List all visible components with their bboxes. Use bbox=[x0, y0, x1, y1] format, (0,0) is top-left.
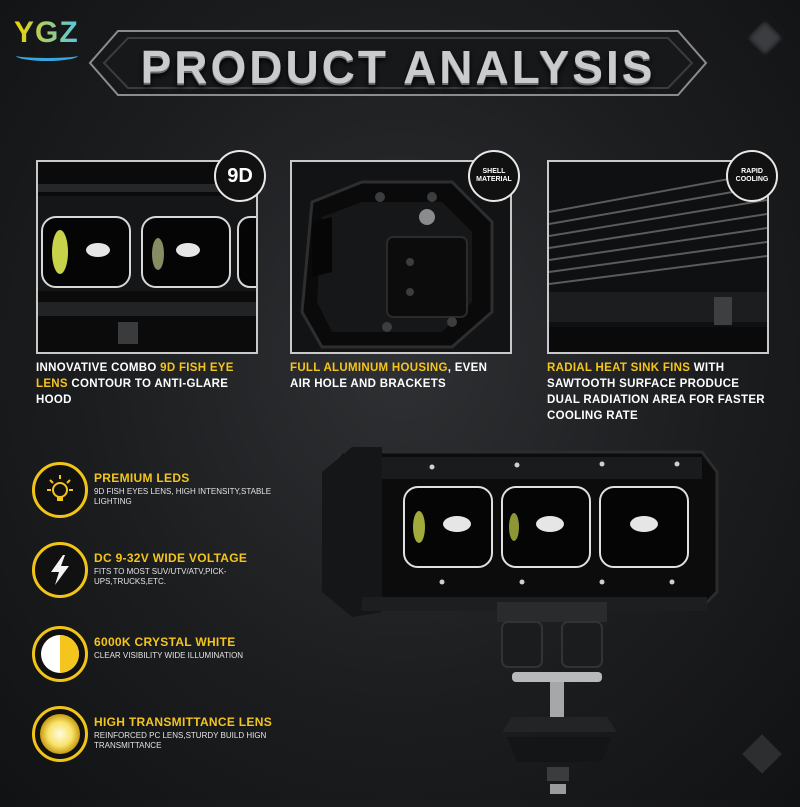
shell-material-badge: SHELL MATERIAL bbox=[468, 150, 520, 202]
caption-text: , EVEN AIR HOLE AND BRACKETS bbox=[290, 362, 488, 390]
feature-title: HIGH TRANSMITTANCE LENS bbox=[94, 715, 273, 729]
feature-title: DC 9-32V WIDE VOLTAGE bbox=[94, 551, 248, 565]
9d-badge: 9D bbox=[214, 150, 266, 202]
caption-text: INNOVATIVE COMBO bbox=[36, 362, 161, 374]
feature-premium-leds: PREMIUM LEDS 9D FISH EYES LENS, HIGH INT… bbox=[32, 462, 352, 522]
caption-highlight: FULL ALUMINUM HOUSING bbox=[290, 362, 448, 374]
housing-detail-panel bbox=[290, 160, 512, 354]
caption-highlight: 9D FISH EYE LENS bbox=[36, 362, 234, 390]
decor-cube bbox=[742, 734, 782, 774]
housing-closeup-image bbox=[292, 162, 510, 352]
page-title: PRODUCT ANALYSIS bbox=[140, 41, 656, 93]
half-circle-icon bbox=[32, 626, 88, 682]
brand-logo-text: YGZ bbox=[14, 16, 79, 49]
panel-caption-heatsink: RADIAL HEAT SINK FINS WITH SAWTOOTH SURF… bbox=[547, 360, 767, 424]
feature-description: REINFORCED PC LENS,STURDY BUILD HIGN TRA… bbox=[94, 731, 267, 750]
rapid-cooling-badge: RAPID COOLING bbox=[726, 150, 778, 202]
lens-closeup-image bbox=[38, 162, 256, 352]
feature-title: PREMIUM LEDS bbox=[94, 471, 190, 485]
title-banner-frame bbox=[88, 30, 708, 96]
feature-wide-voltage: DC 9-32V WIDE VOLTAGE FITS TO MOST SUV/U… bbox=[32, 542, 352, 602]
feature-crystal-white: 6000K CRYSTAL WHITE CLEAR VISIBILITY WID… bbox=[32, 626, 352, 686]
title-banner: PRODUCT ANALYSIS bbox=[88, 28, 708, 98]
caption-highlight: RADIAL HEAT SINK FINS bbox=[547, 362, 691, 374]
logo-swoosh bbox=[16, 50, 78, 61]
feature-title: 6000K CRYSTAL WHITE bbox=[94, 635, 236, 649]
lightning-icon bbox=[32, 542, 88, 598]
decor-cube bbox=[746, 19, 784, 57]
feature-description: FITS TO MOST SUV/UTV/ATV,PICK-UPS,TRUCKS… bbox=[94, 567, 227, 586]
light-bar-product-image bbox=[322, 432, 722, 802]
caption-text: WITH SAWTOOTH SURFACE PRODUCE DUAL RADIA… bbox=[547, 362, 765, 422]
feature-transmittance-lens: HIGH TRANSMITTANCE LENS REINFORCED PC LE… bbox=[32, 706, 352, 766]
lens-glow-icon bbox=[32, 706, 88, 762]
lens-detail-panel bbox=[36, 160, 258, 354]
panel-caption-housing: FULL ALUMINUM HOUSING, EVEN AIR HOLE AND… bbox=[290, 360, 510, 392]
brand-logo: YGZ bbox=[8, 10, 88, 61]
caption-text: CONTOUR TO ANTI-GLARE HOOD bbox=[36, 378, 229, 406]
heatsink-closeup-image bbox=[549, 162, 767, 352]
feature-description: 9D FISH EYES LENS, HIGH INTENSITY,STABLE… bbox=[94, 487, 272, 506]
panel-caption-lens: INNOVATIVE COMBO 9D FISH EYE LENS CONTOU… bbox=[36, 360, 256, 408]
feature-description: CLEAR VISIBILITY WIDE ILLUMINATION bbox=[94, 651, 244, 660]
bulb-icon bbox=[32, 462, 88, 518]
